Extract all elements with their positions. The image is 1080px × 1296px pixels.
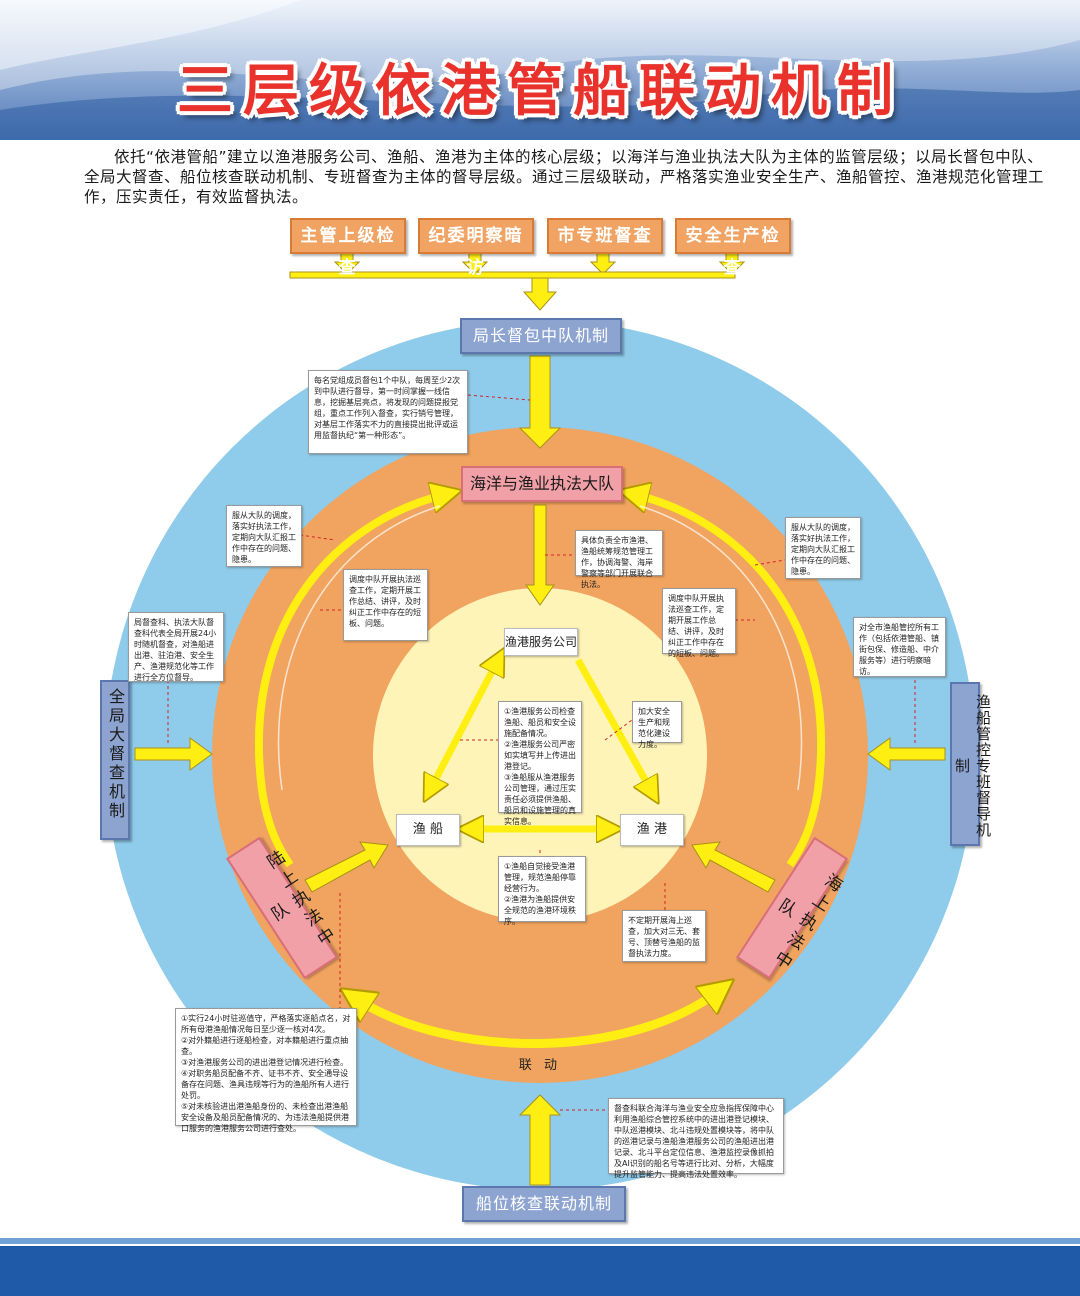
top-box-city-special-team: 市专班督查 — [547, 218, 663, 254]
footer-bar — [0, 1246, 1080, 1296]
special-arrow — [867, 737, 946, 771]
footer-accent-line — [0, 1238, 1080, 1244]
intro-paragraph: 依托“依港管船”建立以渔港服务公司、渔船、渔港为主体的核心层级；以海洋与渔业执法… — [84, 148, 1045, 206]
bottom-arc — [355, 990, 720, 1049]
header-wave-decoration — [0, 0, 1080, 140]
top-box-superior-check: 主管上级检查 — [290, 218, 406, 278]
right-arc-inner — [639, 505, 803, 791]
position-check-box: 船位核查联动机制 — [462, 1186, 626, 1222]
company-note: ①渔港服务公司检查渔船、船员和安全设施配备情况。 ②渔港服务公司严密如实填写并上… — [498, 701, 582, 826]
header-banner — [0, 0, 1080, 140]
brigade-arrow — [525, 504, 555, 606]
grand-inspection-box: 全局大督查机制 — [100, 680, 130, 840]
top-box-safety-check: 安全生产检查 — [675, 218, 791, 278]
port-node: 渔 港 — [620, 814, 684, 846]
safety-note: 加大安全生产和规范化建设力度。 — [632, 701, 682, 749]
position-check-note: 督查科联合海洋与渔业安全应急指挥保障中心利用渔船综合管控系统中的进出港登记模块、… — [608, 1098, 784, 1179]
company-vessel-arrow — [430, 660, 498, 790]
company-port-arrow — [574, 658, 652, 792]
top-box-discipline-inspection: 纪委明察暗访 — [418, 218, 534, 278]
sea-squad-note: 不定期开展海上巡查，加大对三无、套号、顶替号渔船的监督执法力度。 — [622, 910, 706, 962]
vessel-port-note: ①渔船自觉接受渔港管理，规范渔船停靠经营行为。 ②渔港为渔船提供安全规范的渔港环… — [498, 856, 586, 926]
director-mechanism-box: 局长督包中队机制 — [460, 318, 622, 354]
director-note: 每名党组成员督包1个中队，每周至少2次到中队进行督导，第一时间掌握一线信息，挖掘… — [308, 370, 468, 454]
special-team-label: 渔船管控专班督导机制 — [953, 694, 992, 838]
land-squad-note: ①实行24小时驻巡值守，严格落实逐船点名，对所有母港渔船情况每日至少逐一核对4次… — [175, 1008, 357, 1133]
right-arc — [633, 494, 826, 868]
left-arc — [254, 494, 447, 868]
grand-inspection-label: 全局大督查机制 — [106, 688, 125, 821]
company-node: 渔港服务公司 — [504, 628, 578, 656]
grand-arrow — [134, 737, 213, 771]
top-collector-bar — [289, 271, 736, 279]
position-arrow — [518, 1094, 562, 1186]
right-dispatch-note: 调度中队开展执法巡查工作，定期开展工作总结、讲评，及时纠正工作中存在的短板、问题… — [662, 588, 736, 658]
brigade-box: 海洋与渔业执法大队 — [461, 466, 623, 502]
special-team-box: 渔船管控专班督导机制 — [950, 682, 992, 846]
dashed-connectors — [167, 394, 916, 1111]
left-dispatch-note: 调度中队开展执法巡查工作，定期开展工作总结、讲评，及时纠正工作中存在的短板、问题… — [343, 569, 428, 641]
right-obey-note: 服从大队的调度，落实好执法工作，定期向大队汇报工作中存在的问题、隐患。 — [785, 517, 861, 579]
sea-arrow — [691, 841, 776, 893]
brigade-duty-note: 具体负责全市渔港、渔船统筹规范管理工作，协调海警、海岸警察等部门开展联合执法。 — [575, 530, 663, 589]
special-team-note: 对全市渔船管控所有工作（包括依港管船、镇街包保、修造船、中介服务等）进行明察暗访… — [853, 617, 946, 677]
collector-arrow — [522, 277, 558, 311]
left-obey-note: 服从大队的调度，落实好执法工作，定期向大队汇报工作中存在的问题、隐患。 — [226, 505, 302, 567]
page-title: 三层级依港管船联动机制 — [177, 59, 903, 124]
grand-inspection-note: 局督查科、执法大队督查科代表全局开展24小时随机督查，对渔船进出港、驻泊港、安全… — [128, 612, 224, 682]
top-small-arrows — [333, 251, 746, 275]
director-arrow — [518, 355, 562, 449]
land-arrow — [304, 841, 389, 893]
left-arc-inner — [277, 505, 441, 791]
vessel-node: 渔 船 — [396, 814, 460, 846]
linkage-label: 联 动 — [518, 1058, 562, 1073]
